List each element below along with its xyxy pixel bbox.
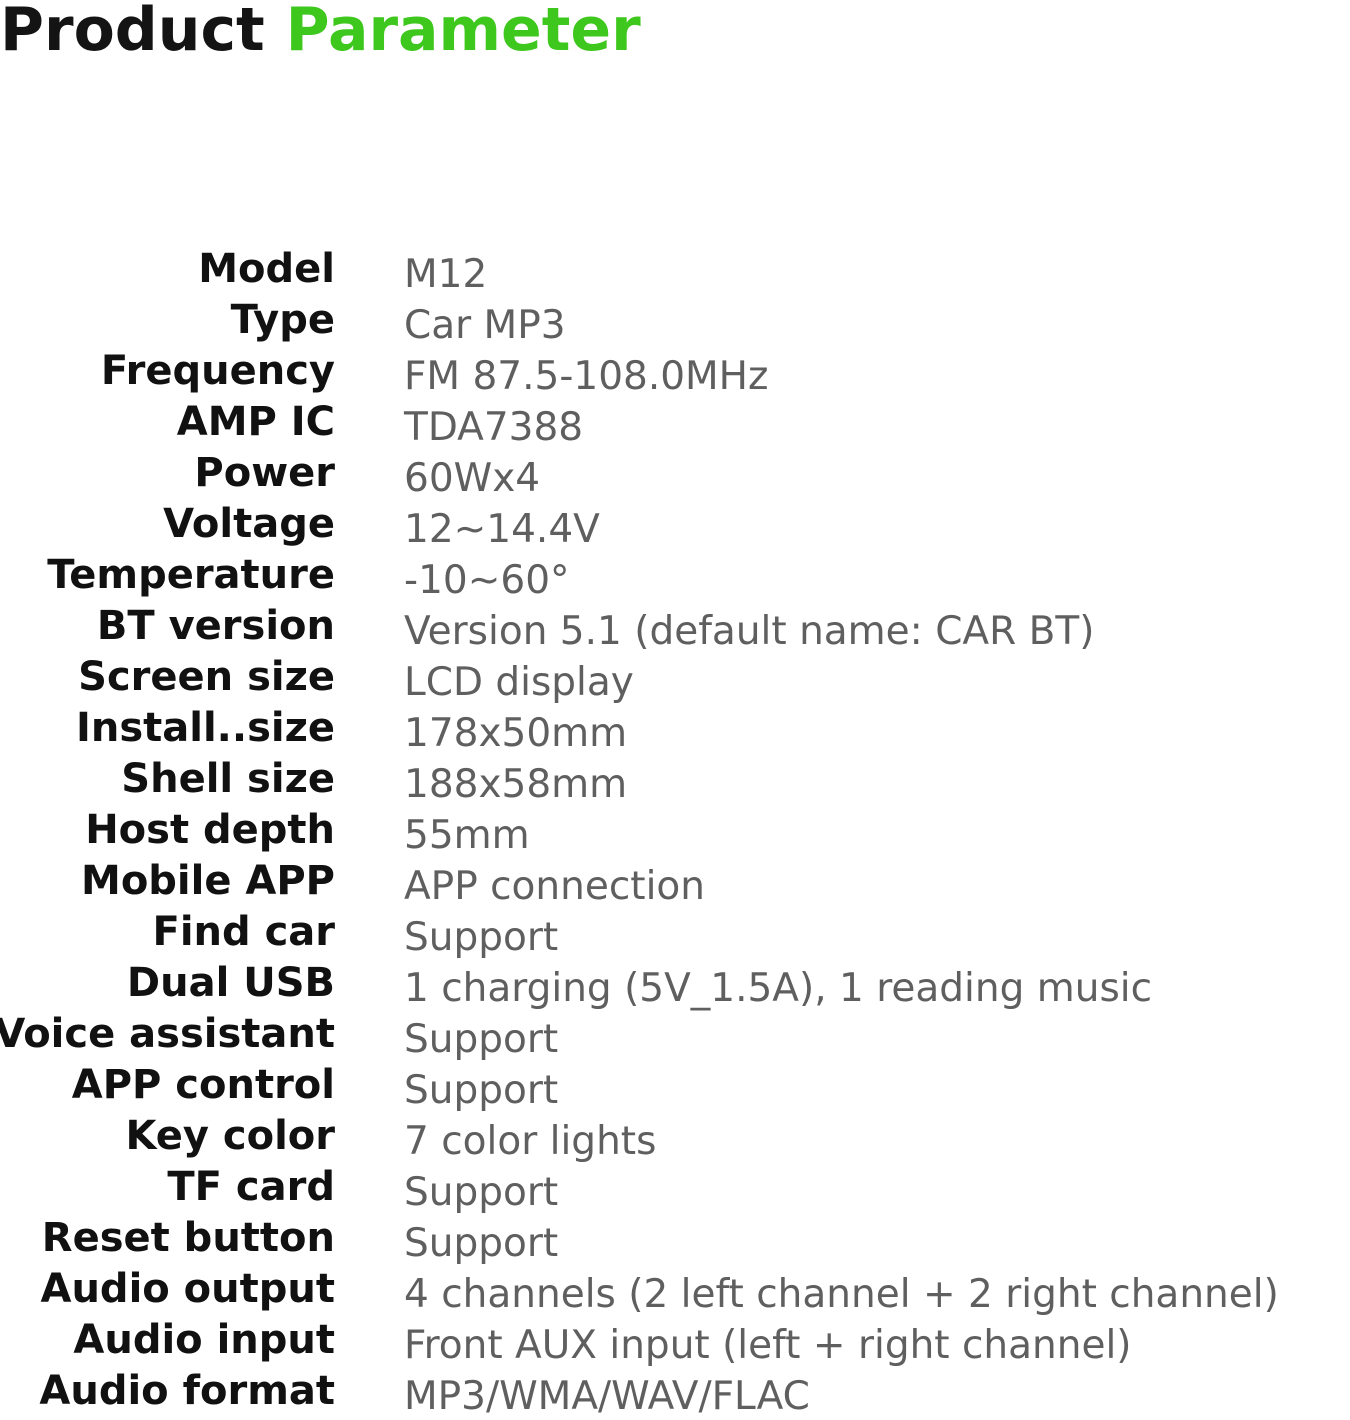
- spec-label: APP control: [71, 1062, 335, 1108]
- spec-value: MP3/WMA/WAV/FLAC: [404, 1374, 810, 1419]
- spec-label: Reset button: [41, 1215, 335, 1261]
- spec-row-tf-card: TF card Support: [0, 1163, 1350, 1215]
- spec-label: Temperature: [47, 552, 335, 598]
- spec-row-model: Model M12: [0, 245, 1350, 297]
- spec-value: TDA7388: [404, 405, 584, 450]
- spec-row-host-depth: Host depth 55mm: [0, 806, 1350, 858]
- spec-row-app-control: APP control Support: [0, 1061, 1350, 1113]
- spec-value: -10~60°: [404, 558, 570, 603]
- spec-value: Support: [404, 1017, 559, 1062]
- spec-label: Host depth: [85, 807, 335, 853]
- spec-row-key-color: Key color 7 color lights: [0, 1112, 1350, 1164]
- spec-row-screen-size: Screen size LCD display: [0, 653, 1350, 705]
- spec-value: 1 charging (5V_1.5A), 1 reading music: [404, 966, 1153, 1011]
- spec-row-audio-format: Audio format MP3/WMA/WAV/FLAC: [0, 1367, 1350, 1419]
- spec-row-type: Type Car MP3: [0, 296, 1350, 348]
- spec-label: Audio input: [73, 1317, 335, 1363]
- spec-label: Audio format: [39, 1368, 335, 1414]
- spec-value: FM 87.5-108.0MHz: [404, 354, 769, 399]
- spec-row-audio-output: Audio output 4 channels (2 left channel …: [0, 1265, 1350, 1317]
- spec-value: M12: [404, 252, 488, 297]
- spec-value: APP connection: [404, 864, 705, 909]
- spec-value: Support: [404, 1221, 559, 1266]
- title-word-parameter: Parameter: [285, 0, 641, 65]
- spec-value: Front AUX input (left + right channel): [404, 1323, 1132, 1368]
- spec-row-mobile-app: Mobile APP APP connection: [0, 857, 1350, 909]
- spec-value: 178x50mm: [404, 711, 628, 756]
- spec-row-amp-ic: AMP IC TDA7388: [0, 398, 1350, 450]
- spec-label: Type: [230, 297, 335, 343]
- spec-label: Frequency: [100, 348, 335, 394]
- spec-row-voice-assistant: Voice assistant Support: [0, 1010, 1350, 1062]
- spec-row-shell-size: Shell size 188x58mm: [0, 755, 1350, 807]
- spec-label: Voice assistant: [0, 1011, 335, 1057]
- spec-label: Key color: [125, 1113, 335, 1159]
- spec-value: 60Wx4: [404, 456, 541, 501]
- spec-label: Dual USB: [126, 960, 335, 1006]
- spec-label: Mobile APP: [81, 858, 335, 904]
- spec-label: Find car: [152, 909, 336, 955]
- spec-row-find-car: Find car Support: [0, 908, 1350, 960]
- spec-value: LCD display: [404, 660, 634, 705]
- spec-value: Version 5.1 (default name: CAR BT): [404, 609, 1095, 654]
- page-title: Product Parameter: [0, 0, 1350, 140]
- spec-table: Model M12 Type Car MP3 Frequency FM 87.5…: [0, 245, 1350, 1419]
- spec-row-voltage: Voltage 12~14.4V: [0, 500, 1350, 552]
- spec-row-audio-input: Audio input Front AUX input (left + righ…: [0, 1316, 1350, 1368]
- spec-value: 188x58mm: [404, 762, 628, 807]
- title-word-product: Product: [0, 0, 265, 65]
- spec-label: Shell size: [121, 756, 335, 802]
- spec-label: BT version: [96, 603, 335, 649]
- spec-label: Screen size: [78, 654, 335, 700]
- spec-value: 12~14.4V: [404, 507, 600, 552]
- spec-label: Model: [198, 246, 335, 292]
- spec-value: 4 channels (2 left channel + 2 right cha…: [404, 1272, 1279, 1317]
- spec-value: Support: [404, 1068, 559, 1113]
- spec-value: Support: [404, 1170, 559, 1215]
- spec-value: 7 color lights: [404, 1119, 657, 1164]
- spec-row-dual-usb: Dual USB 1 charging (5V_1.5A), 1 reading…: [0, 959, 1350, 1011]
- spec-row-power: Power 60Wx4: [0, 449, 1350, 501]
- spec-value: 55mm: [404, 813, 530, 858]
- spec-row-bt-version: BT version Version 5.1 (default name: CA…: [0, 602, 1350, 654]
- spec-label: AMP IC: [176, 399, 335, 445]
- spec-value: Car MP3: [404, 303, 566, 348]
- spec-label: TF card: [167, 1164, 335, 1210]
- spec-label: Audio output: [40, 1266, 336, 1312]
- spec-label: Power: [194, 450, 335, 496]
- spec-label: Voltage: [163, 501, 335, 547]
- spec-label: Install..size: [75, 705, 335, 751]
- spec-row-frequency: Frequency FM 87.5-108.0MHz: [0, 347, 1350, 399]
- spec-value: Support: [404, 915, 559, 960]
- spec-row-install-size: Install..size 178x50mm: [0, 704, 1350, 756]
- spec-row-temperature: Temperature -10~60°: [0, 551, 1350, 603]
- spec-row-reset-button: Reset button Support: [0, 1214, 1350, 1266]
